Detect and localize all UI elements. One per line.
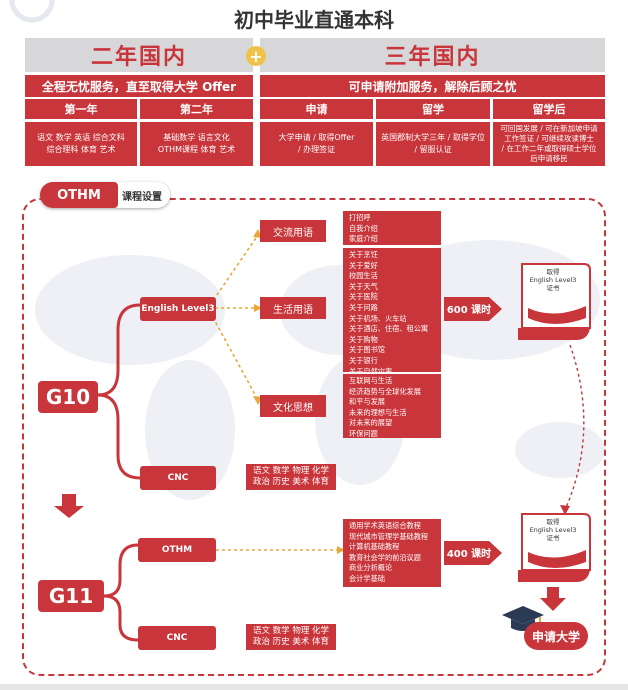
list-item: 未来的理想与生活 [349,407,407,417]
list-item: 关于银行 [349,355,378,365]
grade-g11: G11 [38,580,104,612]
list-item: 经济趋势与全球化发展 [349,386,421,396]
column-content-year1: 语文 数学 英语 综合文科 综合理科 体育 艺术 [25,122,137,166]
plus-icon: + [246,46,266,66]
course-frame [22,198,606,676]
left-service-bar: 全程无忧服务，直至取得大学 Offer [25,75,253,97]
down-arrow-icon [54,494,84,518]
column-label-apply: 申请 [260,99,373,119]
list-item: 关于问路 [349,302,378,312]
list-item: 关于购物 [349,334,378,344]
subjects-g10-cnc: 语文 数学 物理 化学 政治 历史 美术 体育 [246,464,336,490]
decorative-circle [9,0,55,23]
column-content-year2: 基础数学 语言文化 OTHM课程 体育 艺术 [140,122,253,166]
certificate-text-2: 取得 English Level3 证书 [529,518,577,542]
list-daily-life: 关于烹饪 关于爱好 校园生活 关于天气 关于医院 关于问路 关于机场、火车站 关… [343,248,441,376]
list-item: 商业分析概论 [349,563,393,573]
list-item: 互联网与生活 [349,376,393,385]
list-item: 通用学术英语综合教程 [349,521,421,530]
column-label-year1: 第一年 [25,99,137,119]
column-label-after: 留学后 [493,99,605,119]
track-english-level3: English Level3 [140,297,216,321]
list-item: 家庭介绍 [349,234,378,244]
list-item: 教育社会学的前沿议题 [349,552,421,562]
certificate-icon [518,513,591,582]
course-label: 课程设置 [122,192,162,203]
list-item: 关于机场、火车站 [349,313,407,323]
hours-600: 600 课时 [446,305,492,316]
list-item: 现代城市管理学基础教程 [349,531,429,541]
list-item: 关于天气 [349,281,378,291]
list-item: 校园生活 [349,271,378,281]
column-content-study: 英国郡制大学三年 / 取得学位 / 留服认证 [376,122,490,166]
bottom-strip [0,684,628,690]
list-item: 关于爱好 [349,260,378,270]
left-header: 二年国内 [25,38,253,72]
list-othm-courses: 通用学术英语综合教程 现代城市管理学基础教程 计算机基础教程 教育社会学的前沿议… [343,519,441,587]
track-othm-g11: OTHM [138,538,216,562]
course-tag: OTHM [40,182,118,208]
topic-culture: 文化思想 [260,395,326,417]
list-item: 关于自然灾害 [349,366,393,376]
list-item: 对未来的展望 [349,418,393,428]
column-content-apply: 大学申请 / 取得Offer / 办理签证 [260,122,373,166]
list-item: 和平与发展 [349,397,385,407]
list-item: 关于酒店、住宿、租公寓 [349,324,429,334]
right-header: 三年国内 [260,38,605,72]
column-content-after: 可回国发展 / 可在新加坡申请 工作签证 / 可继续攻读博士 / 在工作二年或取… [493,122,605,166]
track-cnc-g10: CNC [140,466,216,490]
apply-university-badge: 申请大学 [524,622,588,650]
hours-arrow-400 [444,541,502,565]
hours-arrow-600 [444,297,502,321]
topic-daily-life: 生活用语 [260,297,326,319]
list-item: 打招呼 [349,213,371,222]
track-cnc-g11: CNC [138,626,216,650]
topic-communication: 交流用语 [260,220,326,242]
column-label-year2: 第二年 [140,99,253,119]
list-item: 关于烹饪 [349,250,378,259]
subjects-g11-cnc: 语文 数学 物理 化学 政治 历史 美术 体育 [246,624,336,650]
list-communication: 打招呼 自我介绍 家庭介绍 [343,211,441,245]
certificate-icon [518,263,591,340]
certificate-text-1: 取得 English Level3 证书 [529,268,577,292]
hours-400: 400 课时 [446,549,492,560]
list-item: 自我介绍 [349,223,378,233]
list-item: 环保问题 [349,428,378,438]
down-arrow-apply-icon [540,587,566,611]
dotted-arrow-head [560,505,570,515]
list-culture: 互联网与生活 经济趋势与全球化发展 和平与发展 未来的理想与生活 对未来的展望 … [343,374,441,438]
right-service-bar: 可申请附加服务，解除后顾之忧 [260,75,605,97]
page-title: 初中毕业直通本科 [234,8,394,32]
column-label-study: 留学 [376,99,490,119]
grade-g10: G10 [38,381,98,413]
list-item: 会计学基础 [349,573,385,583]
list-item: 关于医院 [349,292,378,302]
list-item: 计算机基础教程 [349,542,400,552]
list-item: 关于图书馆 [349,345,385,355]
